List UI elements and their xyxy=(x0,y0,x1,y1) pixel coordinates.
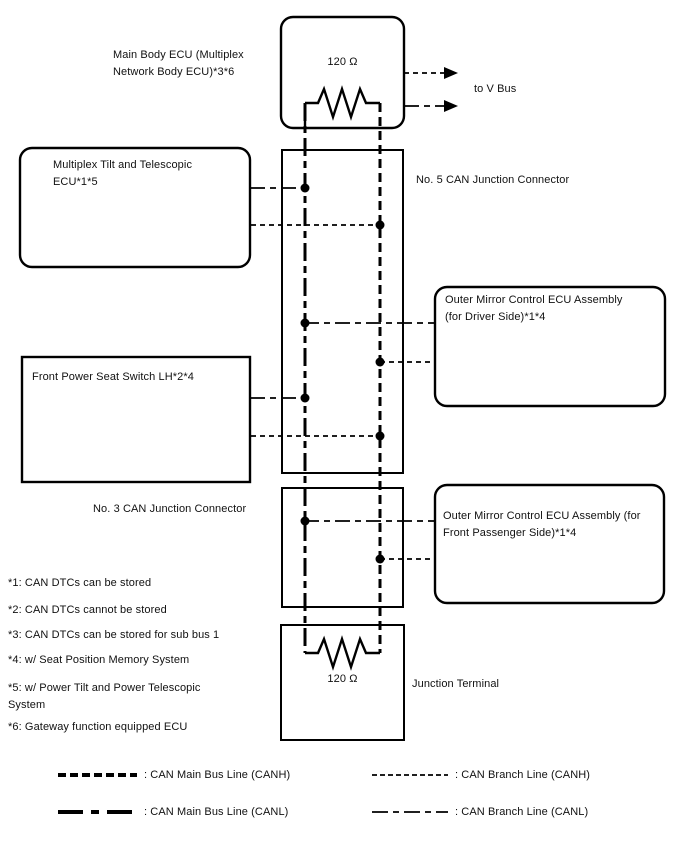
junction-dot xyxy=(300,318,310,328)
junction-dot xyxy=(375,220,385,230)
footnote-4: *4: w/ Seat Position Memory System xyxy=(8,654,190,666)
main-canh-line-sample-icon xyxy=(58,773,137,777)
branch-canl-line-sample-icon xyxy=(372,811,448,813)
bottom-resistor-value: 120 Ω xyxy=(327,673,358,685)
outer-mirror-driver-label: Outer Mirror Control ECU Assembly (for D… xyxy=(445,294,623,323)
bottom-resistor-symbol xyxy=(305,635,380,671)
no3-can-junction-connector-box xyxy=(281,487,404,608)
legend-item-main-canh: : CAN Main Bus Line (CANH) xyxy=(58,768,290,782)
junction-dot xyxy=(375,431,385,441)
outer-mirror-passenger-box xyxy=(433,483,666,605)
to-v-bus-label: to V Bus xyxy=(474,83,517,95)
junction-dot xyxy=(300,393,310,403)
multiplex-tilt-telescopic-ecu-box xyxy=(18,146,252,269)
main-canl-line-sample-icon xyxy=(58,810,137,814)
main-body-ecu-box xyxy=(279,15,406,130)
no5-can-junction-connector-box xyxy=(281,149,404,474)
footnote-3: *3: CAN DTCs can be stored for sub bus 1 xyxy=(8,629,220,641)
junction-dot xyxy=(375,554,385,564)
no5-junction-label: No. 5 CAN Junction Connector xyxy=(416,174,570,186)
footnote-1: *1: CAN DTCs can be stored xyxy=(8,577,152,589)
to-v-bus-canh-arrowhead-icon xyxy=(444,67,458,79)
legend-label: : CAN Branch Line (CANL) xyxy=(455,806,589,818)
legend-item-main-canl: : CAN Main Bus Line (CANL) xyxy=(58,805,288,819)
to-v-bus-canl-arrowhead-icon xyxy=(444,100,458,112)
no3-junction-label: No. 3 CAN Junction Connector xyxy=(93,503,247,515)
outer-mirror-passenger-label: Outer Mirror Control ECU Assembly (for F… xyxy=(443,510,641,539)
legend-label: : CAN Main Bus Line (CANH) xyxy=(144,769,291,781)
top-resistor-value: 120 Ω xyxy=(327,56,358,68)
multiplex-tilt-ecu-label: Multiplex Tilt and Telescopic ECU*1*5 xyxy=(53,159,193,188)
legend-item-branch-canl: : CAN Branch Line (CANL) xyxy=(372,805,588,819)
junction-dot xyxy=(300,183,310,193)
footnote-5: *5: w/ Power Tilt and Power Telescopic S… xyxy=(8,682,201,711)
junction-dot xyxy=(375,357,385,367)
legend-label: : CAN Branch Line (CANH) xyxy=(455,769,591,781)
junction-dot xyxy=(300,516,310,526)
main-body-ecu-label: Main Body ECU (Multiplex Network Body EC… xyxy=(113,49,244,78)
junction-terminal-label: Junction Terminal xyxy=(412,678,500,690)
front-power-seat-switch-box xyxy=(20,355,252,484)
front-power-seat-switch-label: Front Power Seat Switch LH*2*4 xyxy=(32,371,194,383)
outer-mirror-driver-box xyxy=(433,285,667,408)
footnote-6: *6: Gateway function equipped ECU xyxy=(8,721,188,733)
legend-item-branch-canh: : CAN Branch Line (CANH) xyxy=(372,768,590,782)
top-resistor-symbol xyxy=(305,85,380,121)
branch-canh-line-sample-icon xyxy=(372,774,448,776)
legend-label: : CAN Main Bus Line (CANL) xyxy=(144,806,289,818)
footnote-2: *2: CAN DTCs cannot be stored xyxy=(8,604,167,616)
